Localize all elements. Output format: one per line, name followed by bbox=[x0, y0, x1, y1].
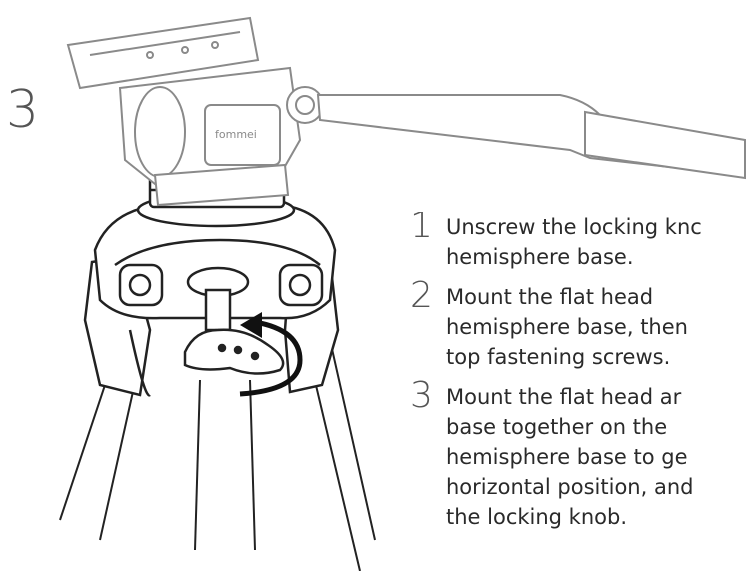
instruction-number: 3 bbox=[410, 375, 433, 416]
instruction-line: the locking knob. bbox=[446, 505, 628, 529]
instructions-list: 1 Unscrew the locking knc hemisphere bas… bbox=[410, 212, 748, 542]
instruction-line: top fastening screws. bbox=[446, 345, 671, 369]
instruction-line: hemisphere base. bbox=[446, 245, 634, 269]
instruction-line: horizontal position, and bbox=[446, 475, 694, 499]
brand-logo-text: fommei bbox=[215, 128, 257, 141]
rotation-arrow-icon bbox=[239, 312, 303, 397]
fluid-head bbox=[66, 16, 746, 207]
instruction-line: Unscrew the locking knc bbox=[446, 215, 702, 239]
instruction-number: 1 bbox=[410, 212, 433, 246]
instruction-line: base together on the bbox=[446, 415, 668, 439]
instruction-line: Mount the flat head bbox=[446, 285, 654, 309]
instruction-item-2: 2 Mount the flat head hemisphere base, t… bbox=[410, 278, 748, 372]
instruction-item-3: 3 Mount the flat head ar base together o… bbox=[410, 378, 748, 532]
instruction-item-1: 1 Unscrew the locking knc hemisphere bas… bbox=[410, 212, 748, 272]
instruction-line: Mount the flat head ar bbox=[446, 385, 682, 409]
instruction-number: 2 bbox=[410, 275, 433, 316]
locking-knob bbox=[183, 266, 285, 375]
instruction-line: hemisphere base, then bbox=[446, 315, 688, 339]
instruction-line: hemisphere base to ge bbox=[446, 445, 688, 469]
step-number: 3 bbox=[6, 80, 40, 140]
